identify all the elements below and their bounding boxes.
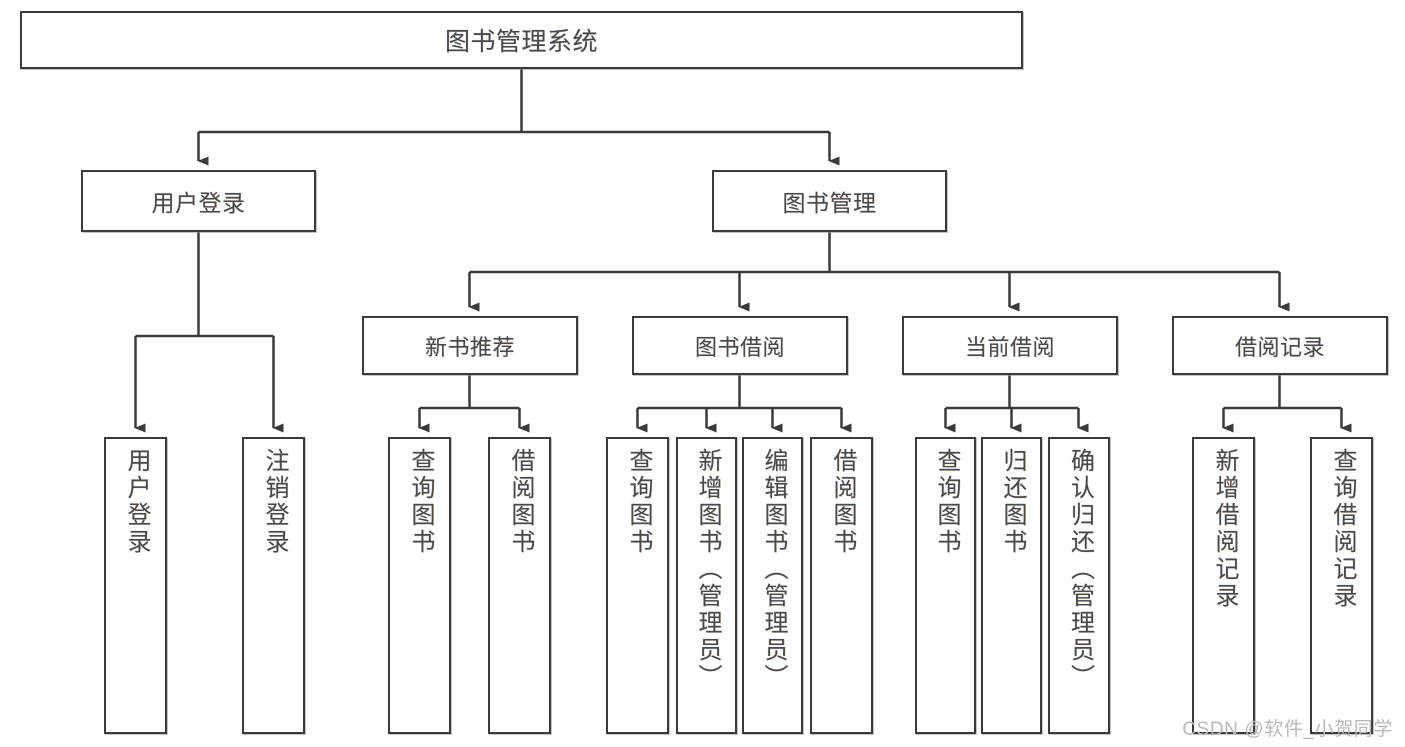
node-label: 当前借阅 xyxy=(964,334,1055,360)
leaf-current-borrow-query-book[interactable]: 查询图书 xyxy=(915,437,976,734)
leaf-user-login-login[interactable]: 用户登录 xyxy=(104,437,167,734)
leaf-user-login-logout[interactable]: 注销登录 xyxy=(242,437,305,734)
node-label: 借阅图书 xyxy=(828,448,856,556)
node-label: 借阅图书 xyxy=(506,448,534,556)
node-label: 图书借阅 xyxy=(694,334,785,360)
node-label: 查询图书 xyxy=(406,448,434,556)
node-label: 借阅记录 xyxy=(1234,334,1325,360)
node-label: 新增图书（管理员） xyxy=(693,448,721,691)
leaf-new-book-borrow-book[interactable]: 借阅图书 xyxy=(488,437,551,734)
node-label: 查询图书 xyxy=(624,448,652,556)
node-label: 用户登录 xyxy=(122,448,150,556)
leaf-current-borrow-return-book[interactable]: 归还图书 xyxy=(981,437,1042,734)
node-label: 用户登录 xyxy=(151,190,246,216)
node-new-book-recommend[interactable]: 新书推荐 xyxy=(362,316,578,375)
node-label: 归还图书 xyxy=(998,448,1026,556)
node-book-management[interactable]: 图书管理 xyxy=(712,170,947,232)
leaf-new-book-query-book[interactable]: 查询图书 xyxy=(388,437,451,734)
node-label: 新书推荐 xyxy=(424,334,515,360)
node-label: 查询借阅记录 xyxy=(1328,448,1356,610)
node-user-login[interactable]: 用户登录 xyxy=(81,170,316,232)
node-label: 编辑图书（管理员） xyxy=(759,448,787,691)
node-book-borrow[interactable]: 图书借阅 xyxy=(632,316,848,375)
node-label: 注销登录 xyxy=(260,448,288,556)
node-current-borrow[interactable]: 当前借阅 xyxy=(902,316,1118,375)
node-label: 查询图书 xyxy=(932,448,960,556)
node-root-book-management-system[interactable]: 图书管理系统 xyxy=(20,11,1023,69)
node-borrow-record[interactable]: 借阅记录 xyxy=(1172,316,1388,375)
leaf-borrow-record-query-record[interactable]: 查询借阅记录 xyxy=(1310,437,1373,734)
leaf-book-borrow-borrow-book[interactable]: 借阅图书 xyxy=(810,437,873,734)
leaf-current-borrow-confirm-return-admin[interactable]: 确认归还（管理员） xyxy=(1048,437,1110,734)
leaf-book-borrow-add-book-admin[interactable]: 新增图书（管理员） xyxy=(676,437,737,734)
leaf-borrow-record-add-record[interactable]: 新增借阅记录 xyxy=(1192,437,1255,734)
node-label: 图书管理 xyxy=(782,190,877,216)
node-label: 确认归还（管理员） xyxy=(1066,448,1094,691)
leaf-book-borrow-edit-book-admin[interactable]: 编辑图书（管理员） xyxy=(742,437,803,734)
leaf-book-borrow-query-book[interactable]: 查询图书 xyxy=(606,437,669,734)
node-label: 图书管理系统 xyxy=(444,28,598,56)
csdn-watermark: CSDN @软件_小贺同学 xyxy=(1182,719,1393,740)
node-label: 新增借阅记录 xyxy=(1210,448,1238,610)
